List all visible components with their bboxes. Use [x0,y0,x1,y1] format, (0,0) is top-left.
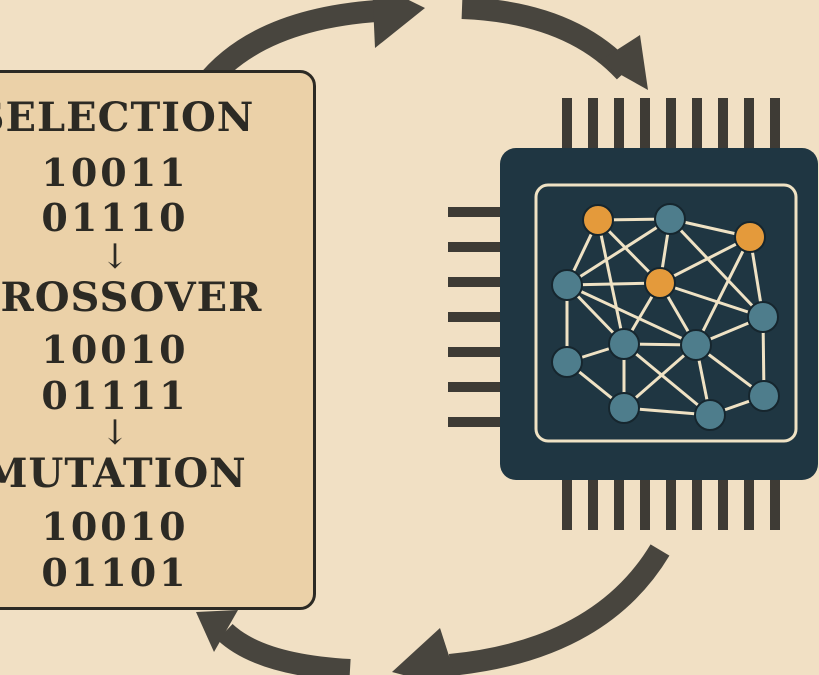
chip-pin-left [448,417,502,427]
network-node [654,203,686,235]
chip-pin-left [448,382,502,392]
chip-pin-top [692,98,702,150]
chip-pin-top [588,98,598,150]
network-node [694,399,726,431]
chromosome-selection-1: 10011 [41,150,189,195]
arrowhead-bottom-left-icon [196,610,238,652]
chip-pin-left [448,242,502,252]
chip-pin-bottom [640,478,650,530]
network-edge [566,217,671,287]
network-edge [659,235,751,285]
network-node [747,301,779,333]
chip-pin-top [562,98,572,150]
cycle-arrow-bottom-left-icon [217,623,351,675]
network-edge [668,217,765,319]
operators-panel [0,70,316,610]
chip-pin-top [666,98,676,150]
step-label-selection: SELECTION [0,94,255,141]
arrowhead-bottom-right-icon [392,628,456,675]
flow-arrow-icon: ↓ [100,237,130,277]
neural-network-icon [551,203,780,431]
step-label-crossover: CROSSOVER [0,274,263,321]
arrowhead-top-right-icon [598,35,648,90]
chip-pin-bottom [666,478,676,530]
chip-pin-top [718,98,728,150]
chromosome-selection-2: 01110 [41,195,189,240]
network-node [551,269,583,301]
chip-pin-top [770,98,780,150]
chip-die [534,183,798,443]
chip-pin-top [640,98,650,150]
network-node-active [644,267,676,299]
network-node [748,380,780,412]
chip-pin-left [448,312,502,322]
flow-arrow-icon: ↓ [100,413,130,453]
chip-pin-bottom [614,478,624,530]
network-edge [694,236,752,346]
chip-pin-top [614,98,624,150]
chromosome-crossover-1: 10010 [41,327,189,372]
network-node [608,392,640,424]
network-edge [659,281,764,319]
chromosome-crossover-2: 01111 [41,373,189,418]
network-node-active [734,221,766,253]
chip-pin-bottom [770,478,780,530]
chip-pin-left [448,207,502,217]
network-edge [596,219,626,345]
network-node [680,329,712,361]
chip-pin-top [744,98,754,150]
chip-pin-bottom [588,478,598,530]
chip-pin-bottom [744,478,754,530]
chip-pin-left [448,277,502,287]
chromosome-mutation-2: 01101 [41,550,189,595]
chip-pin-bottom [718,478,728,530]
network-node-active [582,204,614,236]
step-label-mutation: MUTATION [0,450,247,497]
cycle-arrow-bottom-right-icon [448,544,670,675]
network-node [608,328,640,360]
network-edge [566,283,697,347]
cycle-arrow-top-left-icon [196,0,396,92]
chip-pin-left [448,347,502,357]
chip-pin-bottom [692,478,702,530]
chromosome-mutation-1: 10010 [41,504,189,549]
chip-pin-bottom [562,478,572,530]
network-edge [623,342,711,417]
arrowhead-top-left-icon [372,0,425,48]
network-node [551,346,583,378]
